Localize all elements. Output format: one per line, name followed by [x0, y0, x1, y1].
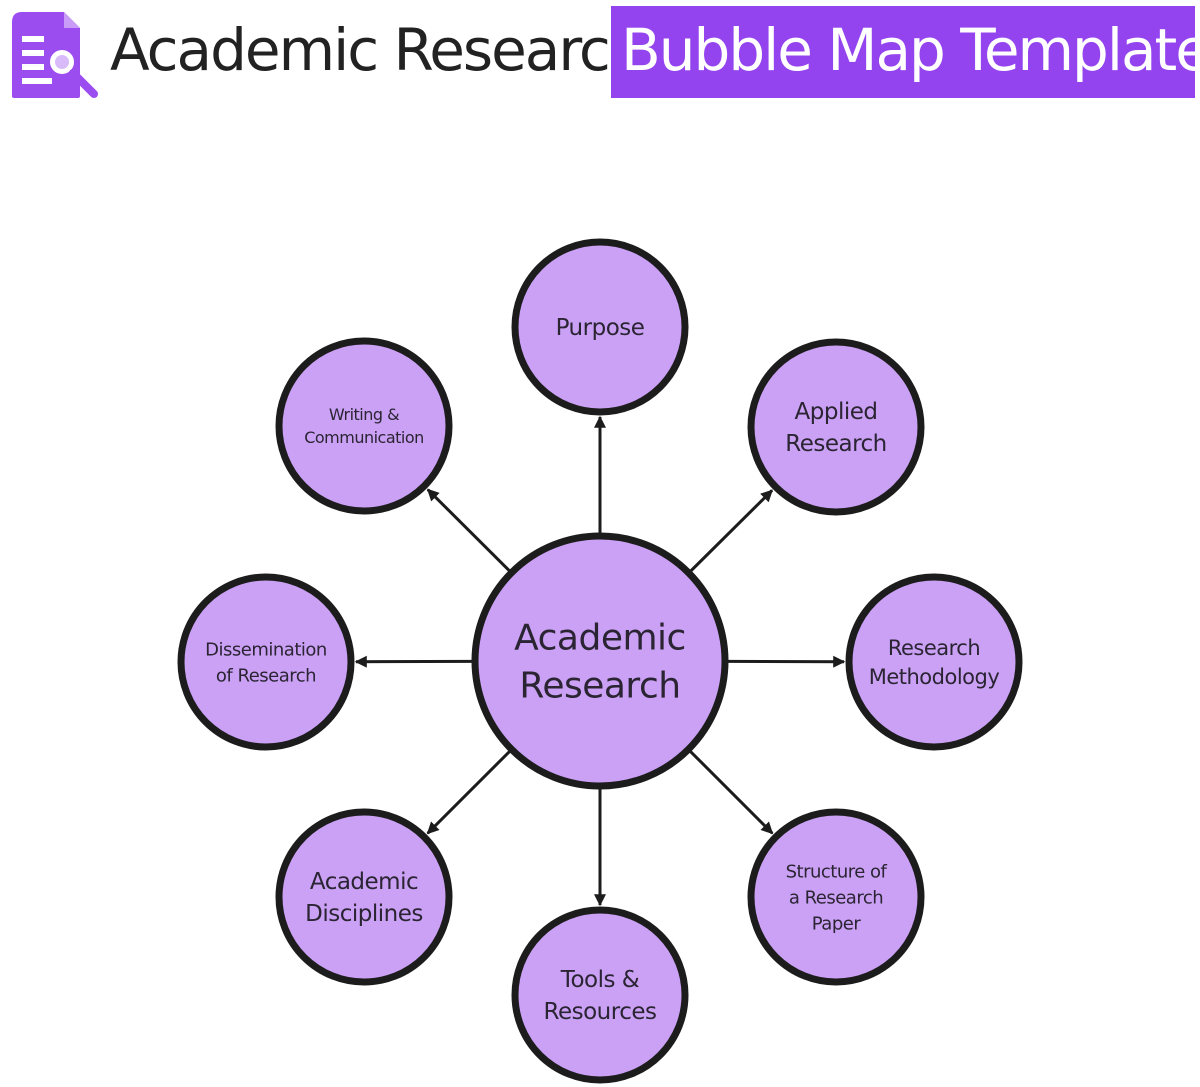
bubble-circle-purpose — [511, 238, 689, 416]
connector-arrow-applied-research — [689, 489, 774, 572]
bubble-tools-resources: Tools &Resources — [511, 906, 689, 1084]
connector-arrow-academic-disciplines — [426, 750, 511, 835]
connector-arrow-writing-communication — [426, 488, 511, 572]
title-highlight-box: Bubble Map Template — [611, 6, 1200, 98]
bubble-label-tools-resources: Tools &Resources — [544, 967, 657, 1025]
bubble-circle-research-methodology — [845, 573, 1023, 751]
document-search-icon — [12, 12, 98, 98]
center-bubble-circle — [471, 532, 729, 790]
page-title: Academic Research — [110, 16, 646, 84]
connector-arrow-structure-of-a-research-paper — [689, 750, 774, 835]
bubble-label-writing-communication: Writing &Communication — [304, 405, 424, 447]
connectors — [354, 415, 846, 907]
bubble-circle-academic-disciplines — [275, 808, 453, 986]
bubble-purpose: Purpose — [511, 238, 689, 416]
bubble-circle-structure-of-a-research-paper — [747, 808, 925, 986]
header: Academic Research Bubble Map Template — [0, 0, 1200, 110]
page-title-highlight: Bubble Map Template — [621, 16, 1200, 84]
bubble-circle-dissemination-of-research — [177, 573, 355, 751]
bubble-writing-communication: Writing &Communication — [275, 337, 453, 515]
bubble-circle-applied-research — [747, 338, 925, 516]
bubble-label-purpose: Purpose — [556, 315, 645, 341]
bubble-circle-tools-resources — [511, 906, 689, 1084]
bubble-circle-writing-communication — [275, 337, 453, 515]
